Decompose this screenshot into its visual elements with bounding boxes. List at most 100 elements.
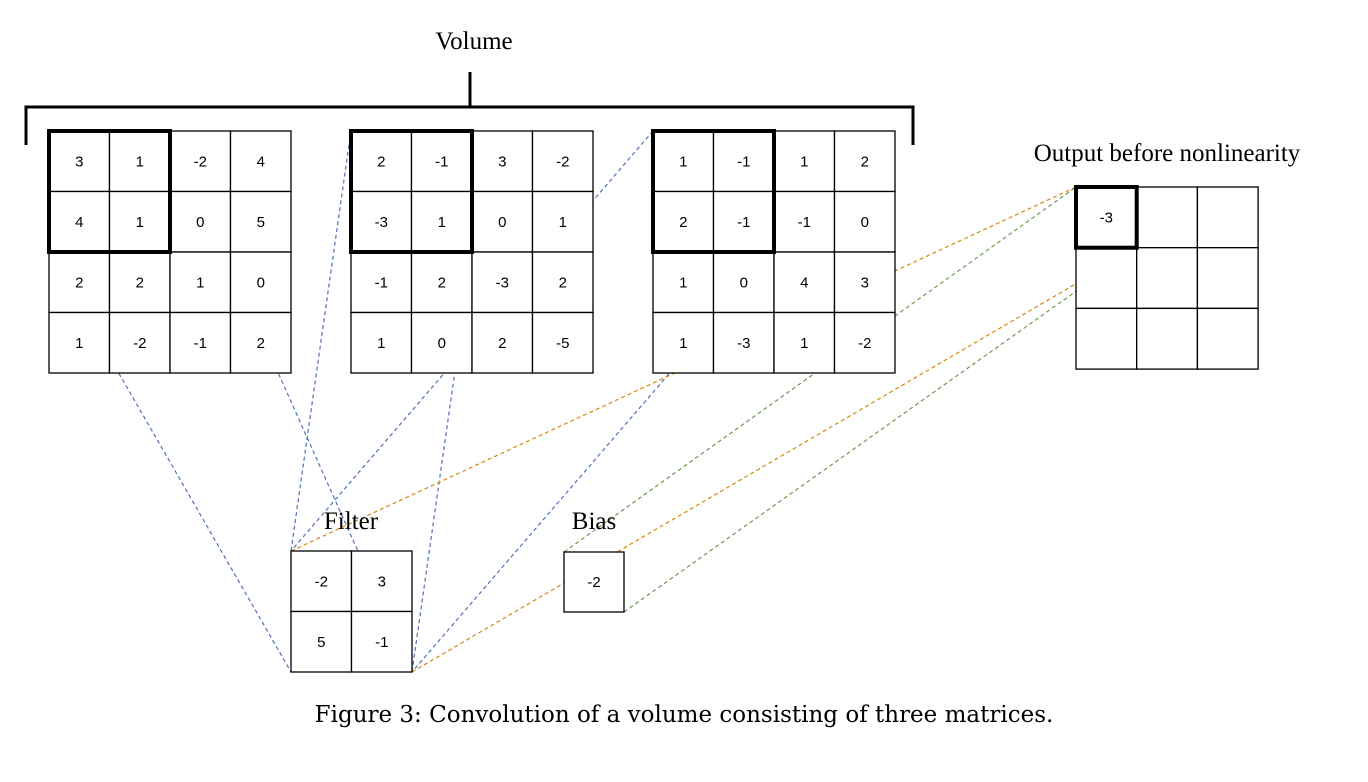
cell-value: 1 — [679, 153, 687, 170]
matrix-cell — [1196, 247, 1259, 310]
cell-value: 3 — [378, 573, 386, 590]
matrix-cell — [712, 311, 775, 374]
cell-value: -1 — [194, 335, 207, 352]
matrix-cell — [1075, 307, 1138, 370]
matrix-cell — [471, 130, 534, 193]
cell-value: 0 — [498, 214, 506, 231]
matrix-cell — [410, 190, 473, 253]
cell-value: 1 — [438, 214, 446, 231]
matrix-cell — [1136, 247, 1199, 310]
matrix-cell — [48, 311, 111, 374]
matrix-cell — [350, 610, 413, 673]
cell-value: 2 — [257, 335, 265, 352]
cell-value: 2 — [75, 274, 83, 291]
matrix-cell — [563, 551, 625, 613]
filter-matrix: -2 3 5 -1 — [290, 550, 413, 673]
cell-value: -1 — [375, 274, 388, 291]
cell-value: 0 — [438, 335, 446, 352]
cell-value: -1 — [737, 214, 750, 231]
matrix-cell — [1136, 307, 1199, 370]
bias-label: Bias — [572, 508, 616, 535]
matrix-cell — [471, 190, 534, 253]
cell-value: 4 — [257, 153, 265, 170]
cell-value: -3 — [737, 335, 750, 352]
cell-value: -5 — [556, 335, 569, 352]
figure-caption: Figure 3: Convolution of a volume consis… — [314, 702, 1054, 728]
cell-value: 1 — [196, 274, 204, 291]
matrix-cell — [773, 311, 836, 374]
cell-value: 1 — [679, 274, 687, 291]
volume-bracket — [24, 72, 915, 145]
cell-value: 0 — [861, 214, 869, 231]
connection-line — [290, 186, 1077, 552]
receptive-field-highlight — [1074, 185, 1139, 250]
cell-value: 0 — [196, 214, 204, 231]
matrix-cell — [169, 251, 232, 314]
cell-value: 2 — [559, 274, 567, 291]
cell-value: 0 — [740, 274, 748, 291]
cell-value: 1 — [679, 335, 687, 352]
cell-value: -3 — [1100, 209, 1113, 226]
cell-value: -2 — [133, 335, 146, 352]
cell-value: 1 — [800, 153, 808, 170]
matrix-cell — [833, 311, 896, 374]
cell-value: 5 — [257, 214, 265, 231]
cell-value: 1 — [377, 335, 385, 352]
cell-value: 2 — [861, 153, 869, 170]
matrix-cell — [833, 130, 896, 193]
matrix-cell — [410, 251, 473, 314]
cell-value: 1 — [559, 214, 567, 231]
cell-value: 3 — [498, 153, 506, 170]
matrix-cell — [48, 190, 111, 253]
bias-box: -2 — [563, 551, 625, 613]
receptive-field-highlight — [349, 129, 474, 254]
matrix-cell — [108, 311, 171, 374]
cell-value: -1 — [737, 153, 750, 170]
cell-value: 0 — [257, 274, 265, 291]
matrix-cell — [531, 311, 594, 374]
cell-value: 1 — [136, 153, 144, 170]
matrix-cell — [229, 190, 292, 253]
cell-value: -1 — [375, 634, 388, 651]
output-label: Output before nonlinearity — [1034, 140, 1301, 167]
cell-value: 2 — [136, 274, 144, 291]
matrix-cell — [531, 190, 594, 253]
matrix-cell — [350, 311, 413, 374]
output-matrix: -3 — [1074, 185, 1259, 370]
cell-value: 1 — [136, 214, 144, 231]
matrix-cell — [833, 190, 896, 253]
matrix-cell — [410, 311, 473, 374]
matrix-cell — [712, 251, 775, 314]
cell-value: 2 — [377, 153, 385, 170]
cell-value: 5 — [317, 634, 325, 651]
matrix-cell — [773, 190, 836, 253]
cell-value: -1 — [798, 214, 811, 231]
cell-value: 2 — [679, 214, 687, 231]
matrix-cell — [48, 130, 111, 193]
matrix-cell — [1136, 186, 1199, 249]
cell-value: 4 — [75, 214, 83, 231]
volume-label: Volume — [435, 28, 512, 55]
cell-value: -3 — [496, 274, 509, 291]
filter-label: Filter — [324, 508, 379, 535]
connection-line — [290, 130, 352, 552]
matrix-cell — [229, 311, 292, 374]
cell-value: -2 — [315, 573, 328, 590]
matrix-cell — [48, 251, 111, 314]
matrix-cell — [169, 311, 232, 374]
matrix-cell — [773, 130, 836, 193]
matrix-cell — [1196, 186, 1259, 249]
receptive-field-highlight — [47, 129, 172, 254]
matrix-cell — [712, 190, 775, 253]
cell-value: -2 — [194, 153, 207, 170]
matrix-cell — [1075, 247, 1138, 310]
cell-value: -2 — [556, 153, 569, 170]
cell-value: 4 — [800, 274, 808, 291]
cell-value: -1 — [435, 153, 448, 170]
cell-value: 2 — [498, 335, 506, 352]
matrix-cell — [108, 190, 171, 253]
